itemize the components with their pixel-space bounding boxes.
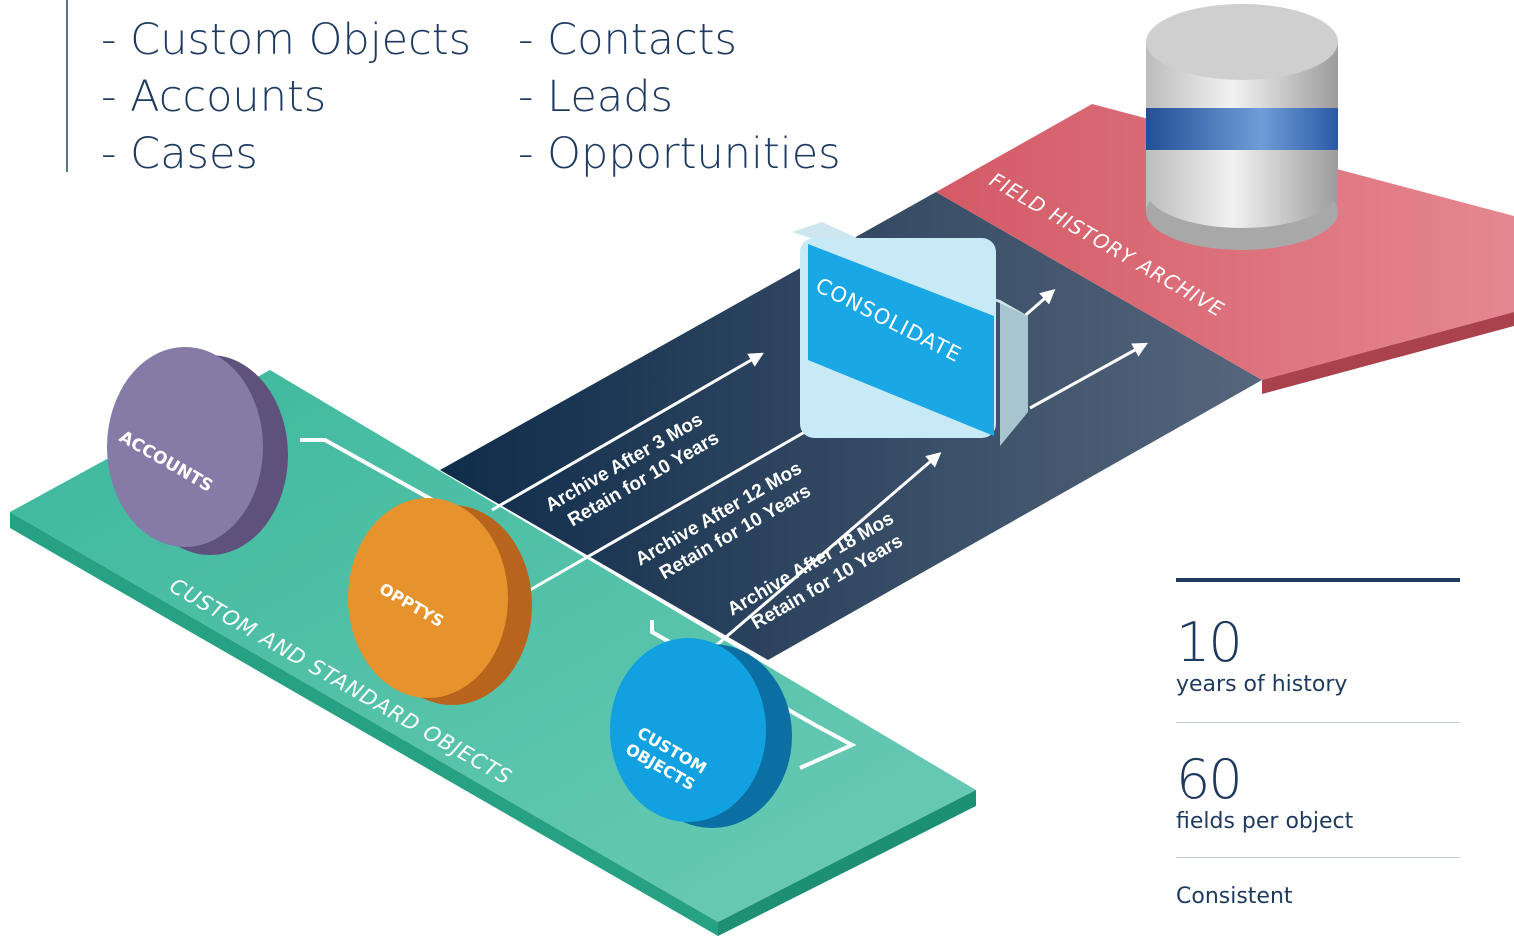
stat-label: Consistent [1176, 884, 1293, 909]
consolidate-box: CONSOLIDATE [792, 222, 1028, 446]
object-list-right: - Contacts - Leads - Opportunities [518, 12, 841, 183]
divider-line [66, 0, 68, 172]
stat-label: fields per object [1176, 809, 1354, 834]
list-item: - Contacts [518, 15, 737, 65]
output-arrow-3 [1029, 342, 1148, 410]
list-item: - Accounts [101, 72, 327, 122]
stats-divider [1176, 857, 1460, 858]
object-list-left: - Custom Objects - Accounts - Cases [101, 12, 471, 183]
list-item: - Opportunities [518, 129, 841, 179]
accounts-disc: ACCOUNTS [107, 347, 288, 555]
list-item: - Custom Objects [101, 15, 472, 65]
stats-divider [1176, 722, 1460, 723]
rule-arrow-3 [675, 452, 942, 682]
rule-arrow-2 [529, 407, 847, 592]
stats-top-rule [1176, 578, 1460, 582]
stats-panel: 10 years of history 60 fields per object… [1176, 578, 1460, 910]
stat-label: years of history [1176, 672, 1348, 697]
rule-arrow-1 [491, 352, 764, 512]
database-icon [1146, 4, 1338, 250]
list-item: - Cases [101, 129, 258, 179]
opptys-disc: OPPTYS [348, 498, 532, 705]
stat-value: 10 [1176, 611, 1243, 674]
list-item: - Leads [518, 72, 673, 122]
stat-value: 60 [1176, 748, 1243, 811]
custom-objects-disc: CUSTOM OBJECTS [610, 638, 792, 828]
